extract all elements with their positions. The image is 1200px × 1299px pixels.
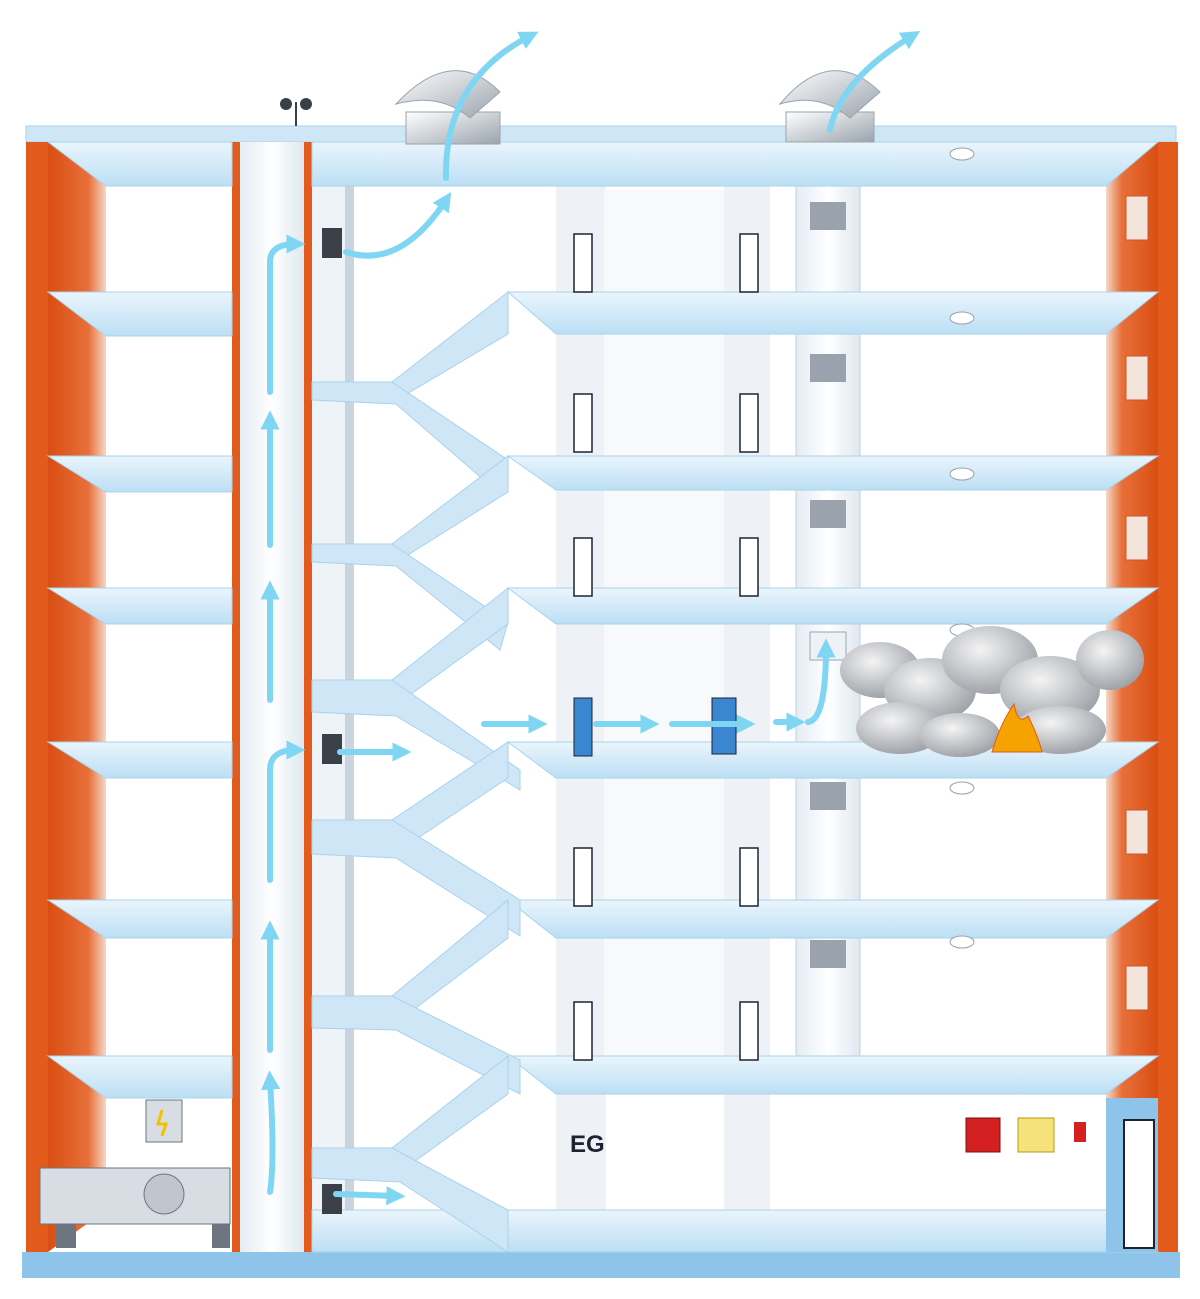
right-outer-wall xyxy=(1158,142,1178,1252)
vent-grille-icon xyxy=(809,202,847,968)
airflow-arrows xyxy=(260,30,921,1206)
control-panel-icon xyxy=(145,1099,183,1143)
right-floor-slabs xyxy=(311,141,1160,1253)
fire-alarm-button-icon xyxy=(965,1117,1001,1153)
anemometer-icon xyxy=(280,98,312,126)
fire-icon xyxy=(991,702,1043,753)
left-outer-wall xyxy=(26,142,48,1252)
door-icon xyxy=(573,233,759,1061)
alarm-beacon-icon xyxy=(1074,1122,1086,1142)
left-wall-inner-face xyxy=(48,142,106,1252)
ground-floor-label: EG xyxy=(570,1131,605,1158)
ground-strip xyxy=(22,1252,1180,1278)
fire-brigade-panel-icon xyxy=(1017,1117,1055,1153)
roof-slab xyxy=(25,125,1177,143)
left-shaft-wall xyxy=(232,142,240,1252)
staircase-flights xyxy=(311,290,521,1253)
window-opening xyxy=(1125,195,1149,1011)
smoke-cloud-icon xyxy=(840,626,1144,757)
door-icon xyxy=(573,697,593,757)
smoke-detector-icon xyxy=(949,147,975,949)
left-floor-slabs xyxy=(46,141,233,1099)
stair-wall xyxy=(304,142,312,1252)
supply-air-fan-unit-icon xyxy=(39,1167,231,1248)
door-icon xyxy=(1123,1119,1155,1249)
